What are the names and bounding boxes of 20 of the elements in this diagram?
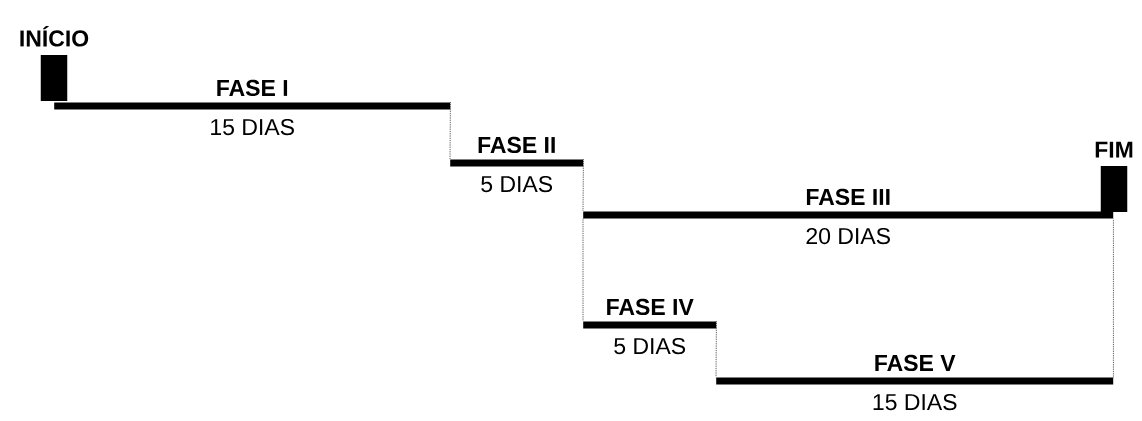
connector-line [715, 320, 717, 378]
connector-line [1113, 218, 1114, 378]
node-label: FASE IV [607, 298, 694, 316]
connector-line [582, 218, 584, 322]
connector-line [449, 101, 451, 160]
node-label: 5 DIAS [481, 175, 553, 193]
phase-bar: FASE III 20 DIAS [583, 188, 1114, 245]
node-label: FASE I [217, 79, 288, 97]
node-label: 20 DIAS [806, 227, 890, 245]
phase-bar: FASE IV 5 DIAS [583, 298, 717, 355]
phase-bar: FASE V 15 DIAS [716, 354, 1114, 411]
node-label: FASE II [478, 136, 555, 154]
node-label: 5 DIAS [614, 337, 686, 355]
node-label: FASE III [806, 188, 890, 206]
node-label: 15 DIAS [873, 393, 957, 411]
connector-line [582, 158, 584, 212]
node-label: 15 DIAS [211, 118, 294, 136]
node-label: FASE V [875, 354, 956, 372]
phase-bar: FASE II 5 DIAS [450, 136, 584, 193]
phase-bar: FASE I 15 DIAS [54, 79, 451, 136]
